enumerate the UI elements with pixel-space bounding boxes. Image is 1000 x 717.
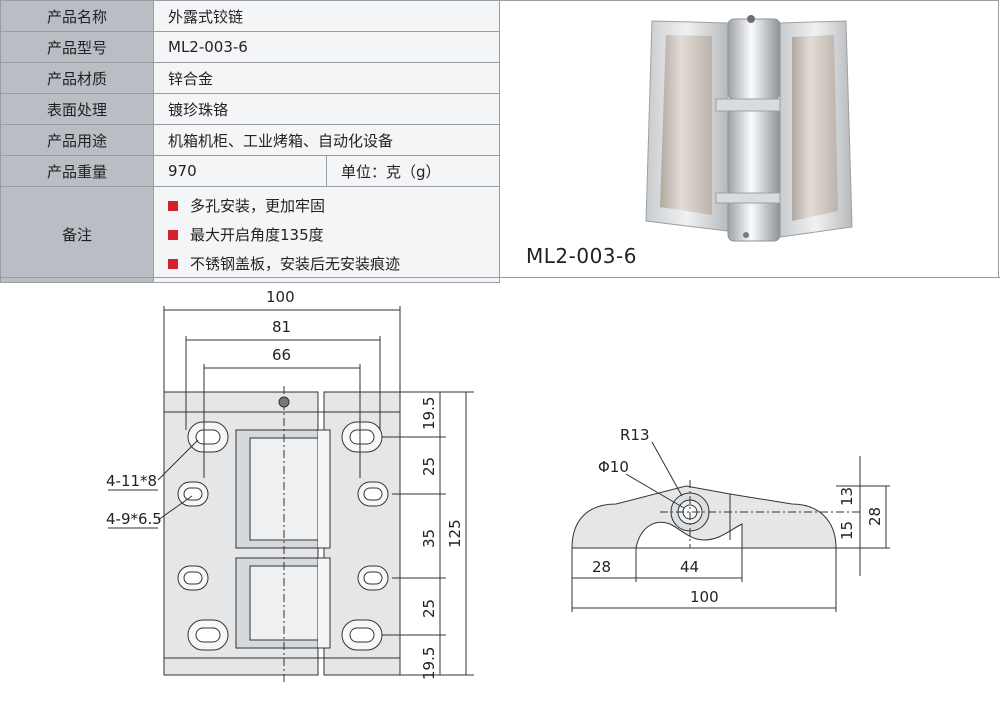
notes-cell: 多孔安装，更加牢固 最大开启角度135度 不锈钢盖板，安装后无安装痕迹 [153, 186, 500, 283]
drawing-svg: 100 81 66 4-11*8 4-9*6.5 19.5 25 35 25 1… [106, 288, 890, 682]
dim-width-total: 100 [266, 288, 295, 306]
label-hole-small: 4-9*6.5 [106, 510, 162, 528]
spec-row: 产品名称 外露式铰链 [0, 0, 500, 32]
dim-height-total: 125 [446, 519, 464, 548]
note-text: 多孔安装，更加牢固 [190, 197, 326, 215]
dim-h-total: 28 [866, 507, 884, 526]
label-bore: Φ10 [598, 458, 629, 476]
spec-weight-unit: 单位：克（g） [326, 155, 500, 187]
spec-value: 锌合金 [153, 62, 500, 94]
dim-total-len: 100 [690, 588, 719, 606]
hinge-photo [645, 15, 853, 242]
spec-key: 备注 [0, 186, 154, 283]
dim-width-inner: 66 [272, 346, 291, 364]
dim-seg-a: 25 [420, 457, 438, 476]
label-radius: R13 [620, 426, 650, 444]
spec-weight-value: 970 [153, 155, 327, 187]
spec-row-notes: 备注 多孔安装，更加牢固 最大开启角度135度 不锈钢盖板，安装后无安装痕迹 [0, 186, 500, 283]
spec-key: 产品重量 [0, 155, 154, 187]
spec-value: ML2-003-6 [153, 31, 500, 63]
spec-value: 外露式铰链 [153, 0, 500, 32]
dim-seg-b: 25 [420, 599, 438, 618]
square-bullet-icon [168, 258, 178, 269]
model-caption: ML2-003-6 [526, 244, 637, 268]
spec-key: 产品名称 [0, 0, 154, 32]
spec-row: 产品型号 ML2-003-6 [0, 31, 500, 63]
product-photo-panel [500, 0, 999, 278]
spec-row: 产品用途 机箱机柜、工业烤箱、自动化设备 [0, 124, 500, 156]
dim-h-upper: 13 [838, 487, 856, 506]
spec-value: 镀珍珠铬 [153, 93, 500, 125]
spec-value: 机箱机柜、工业烤箱、自动化设备 [153, 124, 500, 156]
spec-key: 产品材质 [0, 62, 154, 94]
spec-key: 产品型号 [0, 31, 154, 63]
spec-key: 产品用途 [0, 124, 154, 156]
dim-width-mid: 81 [272, 318, 291, 336]
spec-row: 表面处理 镀珍珠铬 [0, 93, 500, 125]
note-item: 不锈钢盖板，安装后无安装痕迹 [168, 249, 499, 278]
spec-row: 产品材质 锌合金 [0, 62, 500, 94]
note-item: 最大开启角度135度 [168, 220, 499, 249]
label-hole-large: 4-11*8 [106, 472, 157, 490]
spec-row-weight: 产品重量 970 单位：克（g） [0, 155, 500, 187]
spec-table: 产品名称 外露式铰链 产品型号 ML2-003-6 产品材质 锌合金 表面处理 … [0, 0, 500, 283]
section-divider [0, 277, 1000, 278]
dim-seg-top: 19.5 [420, 397, 438, 430]
dim-h-lower: 15 [838, 521, 856, 540]
square-bullet-icon [168, 200, 178, 211]
note-item: 多孔安装，更加牢固 [168, 191, 499, 220]
dim-left-len: 28 [592, 558, 611, 576]
dim-seg-bottom: 19.5 [420, 647, 438, 680]
note-text: 不锈钢盖板，安装后无安装痕迹 [190, 255, 401, 273]
technical-drawing: 100 81 66 4-11*8 4-9*6.5 19.5 25 35 25 1… [0, 278, 1000, 713]
note-text: 最大开启角度135度 [190, 226, 324, 244]
dim-seg-mid: 35 [420, 529, 438, 548]
dim-gap-len: 44 [680, 558, 699, 576]
spec-key: 表面处理 [0, 93, 154, 125]
square-bullet-icon [168, 229, 178, 240]
